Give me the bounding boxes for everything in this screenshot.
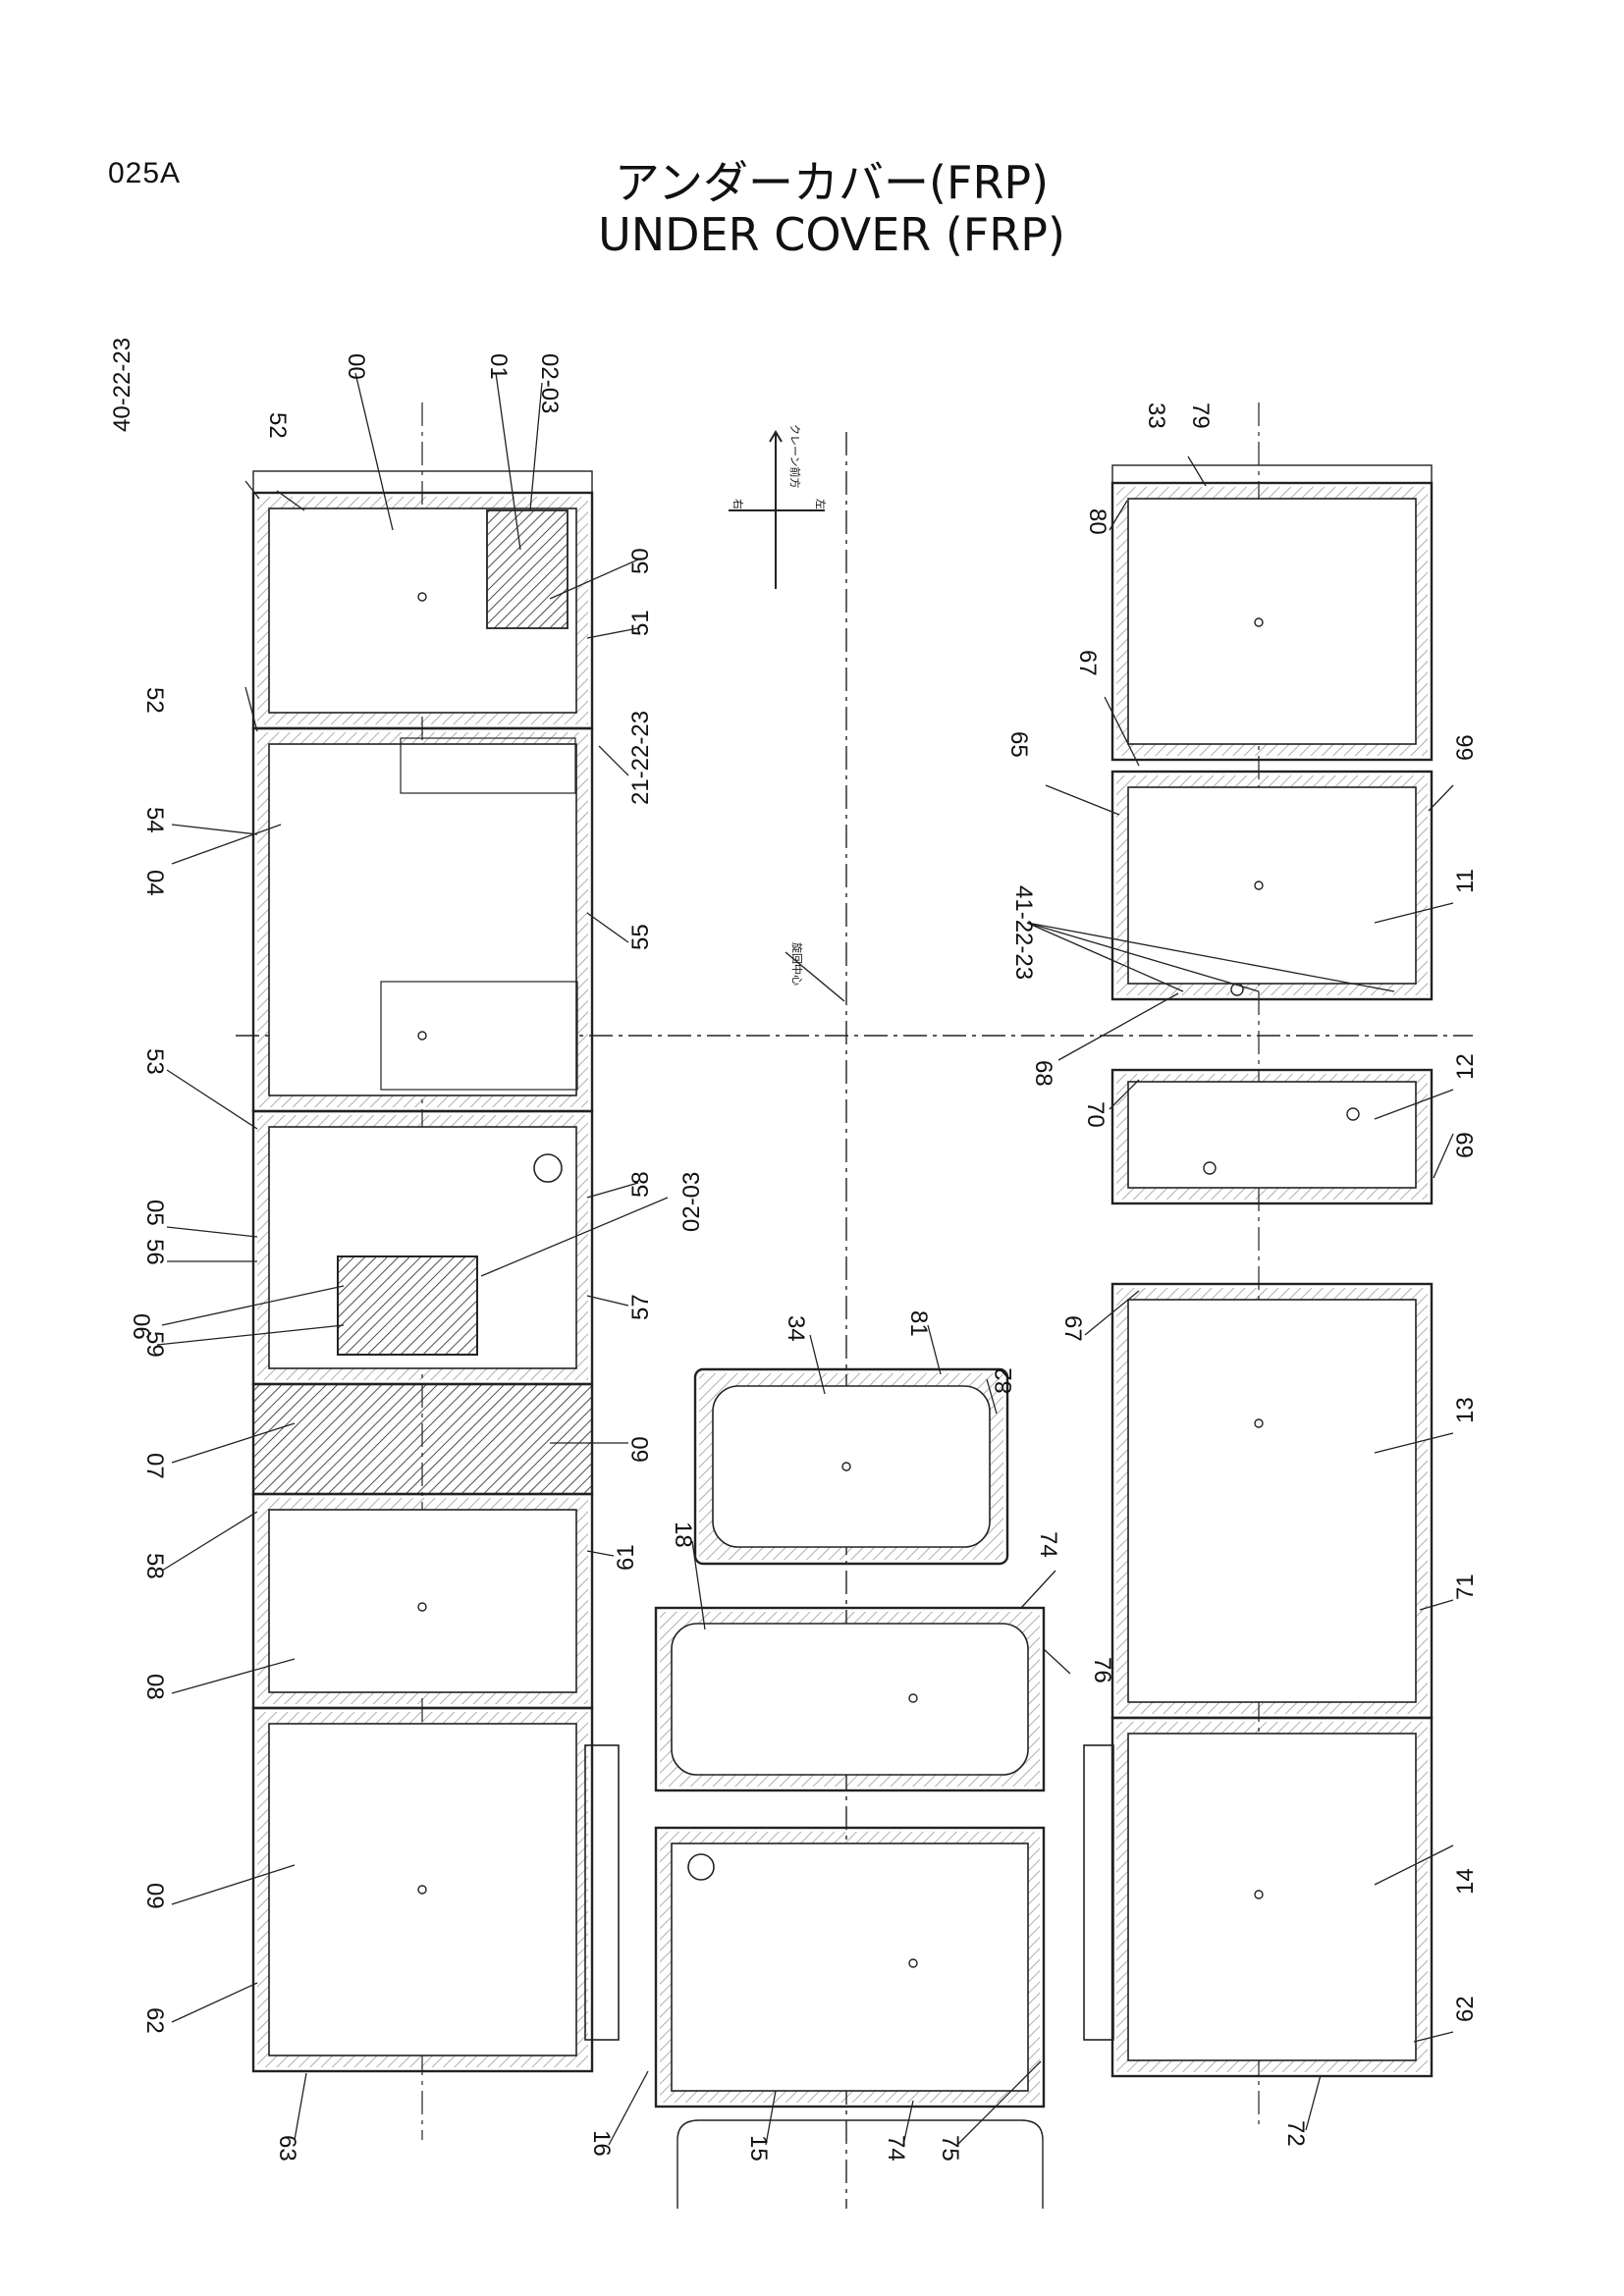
centerline-note: 旋回中心	[790, 942, 804, 986]
part-label: 74	[883, 2135, 909, 2162]
part-label: 00	[343, 353, 369, 380]
part-label: 68	[1030, 1060, 1056, 1087]
part-label: 40-22-23	[109, 338, 135, 432]
part-label: 60	[627, 1436, 654, 1463]
part-label: 59	[141, 1331, 168, 1358]
part-label: 56	[141, 1239, 168, 1265]
part-label: 06	[128, 1313, 154, 1340]
part-label: 09	[141, 1883, 168, 1909]
part-label: 07	[141, 1453, 168, 1479]
part-label: 02-03	[536, 353, 563, 413]
drawing-lines	[156, 372, 1473, 2209]
part-label: 52	[264, 412, 291, 439]
part-label: 18	[670, 1522, 696, 1548]
direction-left-mark: 右	[731, 499, 745, 509]
part-label: 76	[1089, 1657, 1115, 1683]
part-label: 05	[141, 1200, 168, 1226]
part-labels: 40-22-23 52 00 01 02-03 50 51 52 21-22-2…	[109, 338, 1479, 2162]
title-english: UNDER COVER (FRP)	[598, 208, 1065, 261]
part-label: 58	[627, 1171, 654, 1198]
part-label: 63	[274, 2135, 300, 2162]
part-label: 81	[905, 1310, 932, 1337]
part-label: 14	[1452, 1868, 1479, 1895]
part-label: 01	[485, 353, 512, 380]
part-label: 75	[937, 2135, 963, 2162]
part-label: 16	[588, 2130, 615, 2157]
part-label: 11	[1452, 869, 1479, 893]
part-label: 79	[1187, 402, 1214, 429]
part-label: 15	[745, 2135, 772, 2162]
part-label: 08	[141, 1674, 168, 1700]
part-label: 52	[141, 687, 168, 714]
part-label: 12	[1452, 1053, 1479, 1080]
part-label: 62	[1452, 1996, 1479, 2022]
part-label: 34	[783, 1315, 809, 1342]
part-label: 13	[1452, 1397, 1479, 1423]
part-label: 67	[1059, 1315, 1086, 1342]
direction-right-mark: 左	[814, 499, 827, 509]
part-label: 53	[141, 1048, 168, 1075]
part-label: 50	[627, 548, 654, 574]
part-label: 02-03	[678, 1172, 705, 1232]
part-label: 70	[1082, 1101, 1109, 1128]
part-label: 04	[141, 870, 168, 896]
part-label: 51	[627, 610, 654, 636]
title-japanese: アンダーカバー(FRP)	[614, 156, 1050, 209]
orientation-note: クレーン前方	[788, 424, 802, 488]
part-label: 66	[1452, 734, 1479, 761]
part-label: 55	[627, 924, 654, 950]
part-label: 61	[613, 1544, 639, 1571]
part-label: 57	[627, 1294, 654, 1320]
part-label: 74	[1035, 1531, 1061, 1558]
page-code: 025A	[108, 157, 182, 189]
part-label: 67	[1074, 650, 1101, 676]
part-label: 65	[1005, 731, 1032, 758]
part-label: 54	[141, 807, 168, 833]
part-label: 71	[1452, 1574, 1479, 1600]
part-label: 33	[1143, 402, 1169, 429]
part-label: 21-22-23	[627, 711, 654, 805]
part-label: 41-22-23	[1010, 885, 1037, 980]
part-label: 58	[141, 1553, 168, 1579]
part-label: 82	[991, 1367, 1017, 1394]
part-label: 62	[141, 2007, 168, 2034]
part-label: 72	[1282, 2120, 1309, 2147]
part-label: 69	[1452, 1132, 1479, 1158]
part-label: 80	[1084, 508, 1110, 535]
